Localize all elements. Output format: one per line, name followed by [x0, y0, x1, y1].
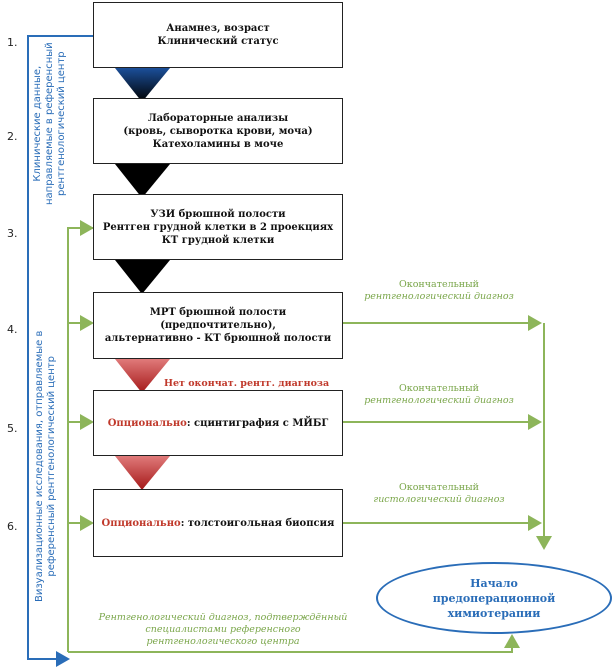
- label-line: Визуализационные исследования, отправляе…: [34, 330, 45, 602]
- label-line: Рентгенологический диагноз, подтверждённ…: [98, 612, 348, 623]
- box-line: КТ грудной клетки: [161, 234, 275, 246]
- box-line: Анамнез, возраст: [166, 23, 270, 34]
- label-line: рентгенологический диагноз: [344, 395, 534, 407]
- box-line: Опционально: сцинтиграфия с МЙБГ: [108, 417, 329, 430]
- final-xray-diagnosis-label-1: Окончательный рентгенологический диагноз: [344, 279, 534, 303]
- final-histology-diagnosis-label: Окончательный гистологический диагноз: [344, 482, 534, 506]
- box-line: Катехоламины в моче: [152, 138, 284, 150]
- label-line: Клинические данные,: [32, 65, 43, 182]
- box-line: (кровь, сыворотка крови, моча): [123, 125, 313, 137]
- label-line: Окончательный: [398, 482, 480, 493]
- box-line: (предпочтительно),: [160, 320, 276, 331]
- clinical-data-vertical-label: Клинические данные, направляемые в рефер…: [32, 42, 68, 205]
- box-line: Опционально: толстоигольная биопсия: [102, 517, 335, 530]
- box-line: МРТ брюшной полости: [149, 307, 287, 318]
- box-text: : сцинтиграфия с МЙБГ: [186, 417, 329, 429]
- label-italic: рентгенологический диагноз: [364, 395, 514, 406]
- ellipse-line: Начало: [470, 576, 518, 590]
- clinical-data-line: [27, 35, 93, 667]
- label-line: рентгенологический диагноз: [344, 291, 534, 303]
- box-line: Лабораторные анализы: [147, 112, 289, 124]
- box-text: : толстоигольная биопсия: [180, 517, 335, 529]
- ellipse-line: химиотерапии: [447, 606, 541, 620]
- triangle-2: [115, 164, 170, 198]
- box-line: Клинический статус: [157, 36, 279, 47]
- step-number-6: 6.: [7, 520, 18, 533]
- box-lab-tests: Лабораторные анализы (кровь, сыворотка к…: [93, 98, 343, 164]
- triangle-3: [115, 260, 170, 294]
- label-line: Окончательный: [398, 279, 480, 290]
- box-scintigraphy: Опционально: сцинтиграфия с МЙБГ: [93, 390, 343, 456]
- chemotherapy-start-ellipse: Начало предоперационной химиотерапии: [376, 562, 612, 634]
- imaging-bottom: [68, 634, 520, 653]
- triangle-1: [115, 68, 170, 102]
- label-italic: гистологический диагноз: [373, 494, 505, 505]
- imaging-vertical-label: Визуализационные исследования, отправляе…: [34, 331, 58, 602]
- step-number-3: 3.: [7, 227, 18, 240]
- box-line: альтернативно - КТ брюшной полости: [104, 333, 332, 344]
- label-line: специалистами референсного: [145, 624, 301, 635]
- optional-label: Опционально: [107, 417, 187, 429]
- label-line: рентгенологического центра: [146, 636, 300, 647]
- label-line: рентгенологический центр: [56, 51, 67, 196]
- no-diagnosis-label: Нет окончат. рентг. диагноза: [164, 378, 330, 389]
- optional-label: Опционально: [101, 517, 181, 529]
- step-number-1: 1.: [7, 36, 18, 49]
- ellipse-line: предоперационной: [432, 591, 556, 605]
- step-number-4: 4.: [7, 323, 18, 336]
- box-biopsy: Опционально: толстоигольная биопсия: [93, 489, 343, 557]
- step-number-5: 5.: [7, 422, 18, 435]
- label-line: направляемые в референсный: [44, 42, 55, 205]
- box-mri: МРТ брюшной полости (предпочтительно), а…: [93, 292, 343, 359]
- label-line: референсный рентгенологический центр: [46, 356, 57, 577]
- confirmed-diagnosis-label: Рентгенологический диагноз, подтверждённ…: [78, 612, 368, 648]
- triangle-5: [115, 456, 170, 490]
- box-line: УЗИ брюшной полости: [150, 208, 286, 220]
- box-anamnesis: Анамнез, возраст Клинический статус: [93, 2, 343, 68]
- label-italic: рентгенологический диагноз: [364, 291, 514, 302]
- imaging-line: [67, 227, 93, 652]
- step-number-2: 2.: [7, 130, 18, 143]
- final-xray-diagnosis-label-2: Окончательный рентгенологический диагноз: [344, 383, 534, 407]
- box-line: Рентген грудной клетки в 2 проекциях: [102, 221, 334, 233]
- triangle-4: [115, 359, 170, 393]
- box-ultrasound: УЗИ брюшной полости Рентген грудной клет…: [93, 194, 343, 260]
- label-line: Окончательный: [398, 383, 480, 394]
- label-line: гистологический диагноз: [344, 494, 534, 506]
